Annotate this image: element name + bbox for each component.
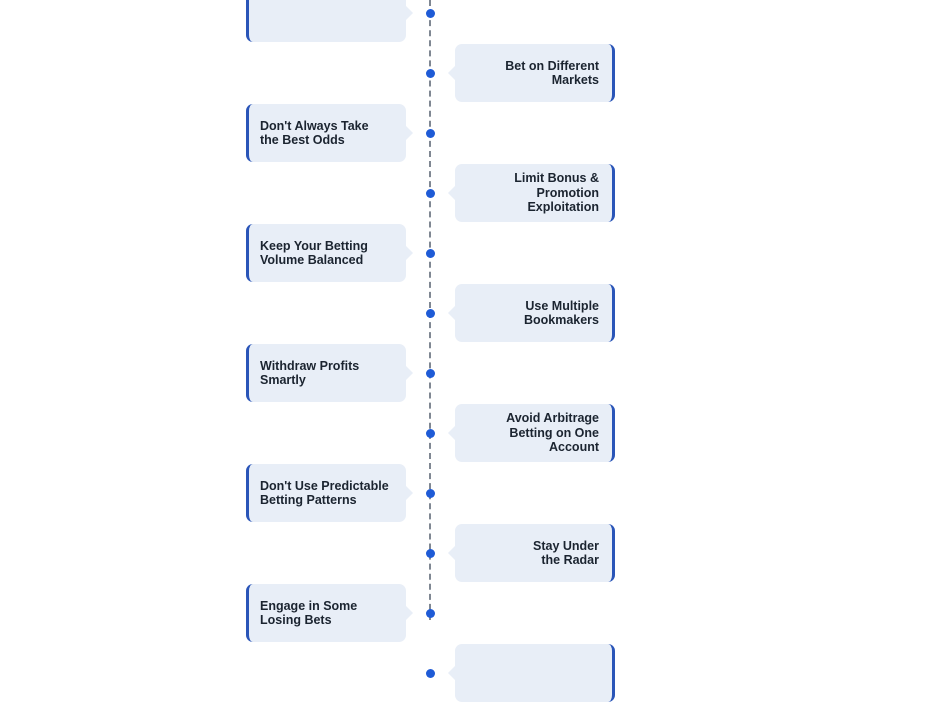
timeline-marker bbox=[426, 488, 435, 498]
timeline-marker bbox=[426, 668, 435, 678]
timeline-marker bbox=[426, 128, 435, 138]
tip-card-label: Limit Bonus &Promotion Exploitation bbox=[514, 171, 599, 215]
timeline-marker bbox=[426, 608, 435, 618]
timeline-marker bbox=[426, 8, 435, 18]
timeline-marker bbox=[426, 368, 435, 378]
timeline-marker bbox=[426, 308, 435, 318]
timeline-marker bbox=[426, 68, 435, 78]
tip-card-4: Limit Bonus &Promotion Exploitation bbox=[448, 164, 615, 222]
timeline-marker bbox=[426, 548, 435, 558]
tip-card-12 bbox=[448, 644, 615, 702]
timeline-marker bbox=[426, 188, 435, 198]
tip-card-1 bbox=[246, 0, 413, 42]
timeline-marker bbox=[426, 248, 435, 258]
timeline-marker bbox=[426, 428, 435, 438]
